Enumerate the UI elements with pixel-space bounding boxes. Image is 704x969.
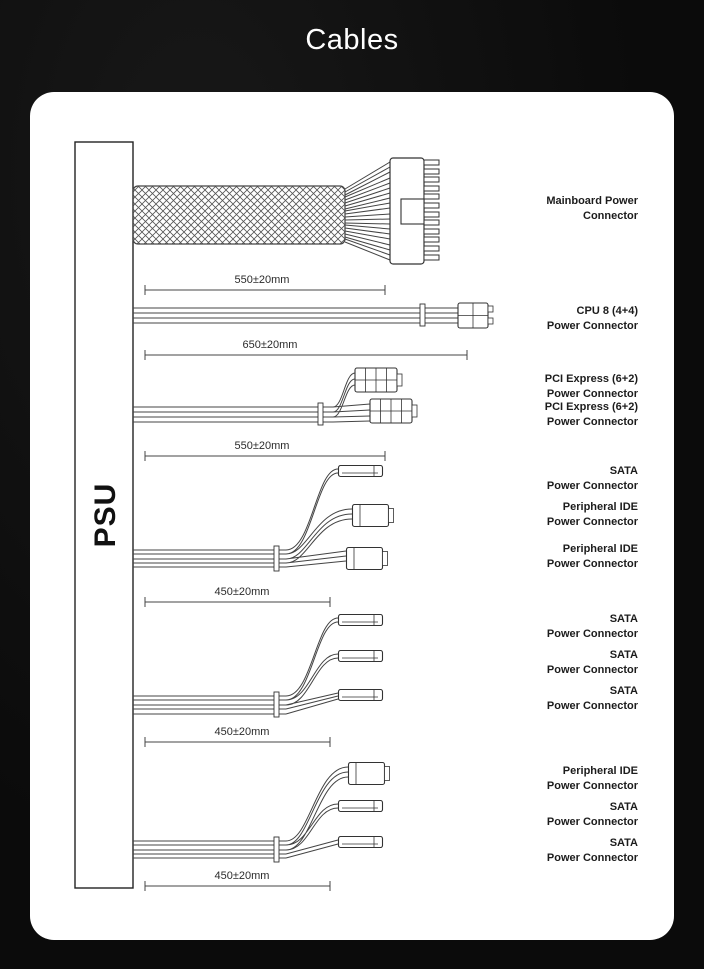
connector-label-sata-2: SATA Power Connector — [546, 613, 638, 640]
connector-label-mainboard: Mainboard Power Connector — [546, 195, 638, 222]
sata-connector-icon — [337, 835, 384, 849]
connector-label-sata-6: SATA Power Connector — [546, 837, 638, 864]
cable-tie — [317, 402, 324, 426]
measurement-sata-2: 450±20mm — [215, 726, 270, 738]
dimension-sata-2 — [144, 737, 331, 747]
dimension-mainboard — [144, 285, 386, 295]
connector-label-cpu: CPU 8 (4+4) Power Connector — [546, 305, 638, 332]
trunk-wires — [133, 840, 286, 859]
psu-box: PSU — [74, 141, 134, 889]
ide-connector-icon — [351, 503, 395, 528]
mainboard-cable-sleeve — [132, 185, 346, 245]
atx-24pin-connector-icon — [389, 157, 440, 265]
ide-sata-cable-3: 450±20mm — [133, 761, 391, 891]
ide-connector-icon — [345, 546, 389, 571]
sata-ide-cable-1: 450±20mm — [133, 464, 395, 607]
sata-connector-icon — [337, 688, 384, 702]
dimension-cpu — [144, 350, 468, 360]
pcie-branch-wires — [332, 372, 371, 423]
sata-connector-icon — [337, 649, 384, 663]
connector-label-sata-3: SATA Power Connector — [546, 649, 638, 676]
mainboard-cable: 550±20mm — [132, 157, 440, 295]
cable-tie — [419, 303, 426, 327]
dimension-ide-sata-3 — [144, 881, 331, 891]
cpu-8pin-connector-icon — [457, 302, 494, 329]
sata-connector-icon — [337, 799, 384, 813]
measurement-ide-sata-3: 450±20mm — [215, 870, 270, 882]
connector-label-pcie-2: PCI Express (6+2) Power Connector — [544, 401, 638, 428]
connector-label-sata-1: SATA Power Connector — [546, 465, 638, 492]
cable-tie — [273, 691, 280, 718]
connector-label-sata-4: SATA Power Connector — [546, 685, 638, 712]
cable-tie — [273, 545, 280, 572]
dimension-pcie — [144, 451, 386, 461]
measurement-pcie: 550±20mm — [235, 440, 290, 452]
mainboard-fan-wires — [344, 161, 391, 261]
page-title: Cables — [305, 24, 399, 56]
measurement-cpu: 650±20mm — [243, 339, 298, 351]
pcie-cable: 550±20mm — [133, 367, 418, 461]
ide-connector-icon — [347, 761, 391, 786]
cable-tie — [273, 836, 280, 863]
sata-connector-icon — [337, 464, 384, 478]
trunk-wires — [133, 549, 286, 568]
psu-label: PSU — [89, 483, 122, 548]
connector-label-ide-3: Peripheral IDE Power Connector — [546, 765, 638, 792]
connector-label-pcie-1: PCI Express (6+2) Power Connector — [544, 373, 638, 400]
cpu-cable-wires — [133, 307, 458, 324]
pcie-cable-wires — [133, 406, 333, 423]
connector-label-ide-1: Peripheral IDE Power Connector — [546, 501, 638, 528]
connector-label-sata-5: SATA Power Connector — [546, 801, 638, 828]
dimension-sata-ide-1 — [144, 597, 331, 607]
diagram-card: PSU 550±20mm 6 — [30, 92, 674, 940]
pcie-connector-2-icon — [369, 398, 418, 424]
measurement-sata-ide-1: 450±20mm — [215, 586, 270, 598]
sata-cable-2: 450±20mm — [133, 613, 384, 747]
trunk-wires — [133, 695, 286, 715]
branch-wires — [285, 617, 339, 715]
branch-wires — [285, 766, 349, 859]
connector-label-ide-2: Peripheral IDE Power Connector — [546, 543, 638, 570]
sata-connector-icon — [337, 613, 384, 627]
branch-wires — [285, 468, 353, 568]
cpu-cable: 650±20mm — [133, 302, 494, 360]
pcie-connector-1-icon — [354, 367, 403, 393]
psu-cable-diagram: PSU 550±20mm 6 — [74, 141, 494, 891]
measurement-mainboard: 550±20mm — [235, 274, 290, 286]
